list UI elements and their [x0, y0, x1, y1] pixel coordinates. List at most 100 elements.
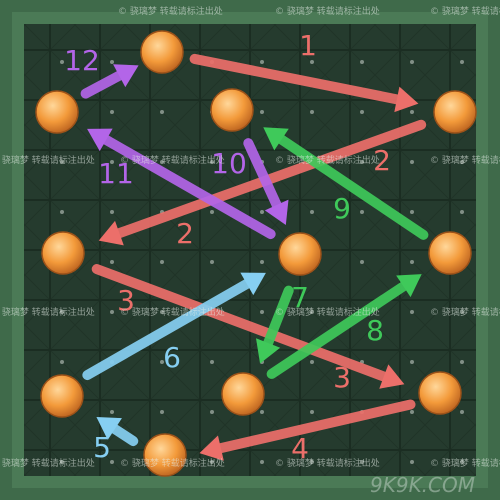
- grid-dot: [210, 210, 214, 214]
- grid-dot: [110, 310, 114, 314]
- grid-dot: [410, 60, 414, 64]
- grid-dot: [210, 360, 214, 364]
- grid-dot: [210, 160, 214, 164]
- corner-watermark: 9K9K.COM: [370, 473, 475, 497]
- move-number-label: 3: [333, 361, 351, 394]
- watermark-text: © 骁璃梦 转载请标注出处: [0, 306, 95, 318]
- move-number-label: 2: [373, 144, 391, 177]
- move-arrow: [255, 285, 294, 364]
- grid-dot: [460, 160, 464, 164]
- grid-dot: [310, 460, 314, 464]
- grid-dot: [60, 210, 64, 214]
- grid-dot: [110, 160, 114, 164]
- grid-dot: [310, 360, 314, 364]
- grid-dot: [110, 110, 114, 114]
- grid-dot: [60, 310, 64, 314]
- orange-node[interactable]: [278, 232, 322, 276]
- grid-dot: [360, 60, 364, 64]
- grid-dot: [410, 460, 414, 464]
- watermark-text: © 骁璃梦 转载请标注出处: [0, 457, 95, 469]
- grid-dot: [460, 460, 464, 464]
- watermark-text: © 骁璃梦 转载请标注出处: [120, 306, 225, 318]
- grid-dot: [210, 410, 214, 414]
- watermark-text: © 骁璃梦 转载请标注出处: [120, 457, 225, 469]
- move-number-label: 11: [98, 157, 134, 190]
- orange-node[interactable]: [35, 90, 79, 134]
- move-number-label: 5: [93, 431, 111, 464]
- grid-dot: [110, 410, 114, 414]
- watermark-text: © 骁璃梦 转载请标注出处: [120, 154, 225, 166]
- grid-dot: [110, 60, 114, 64]
- grid-dot: [260, 60, 264, 64]
- watermarks: © 骁璃梦 转载请标注出处 © 骁璃梦 转载请标注出处 © 骁璃梦 转载请标注出…: [0, 5, 500, 469]
- grid-dot: [260, 260, 264, 264]
- move-arrow: [263, 127, 429, 240]
- move-arrow: [91, 264, 405, 389]
- move-number-label: 2: [176, 217, 194, 250]
- watermark-text: © 骁璃梦 转载请标注出处: [118, 5, 223, 17]
- grid-dot: [410, 160, 414, 164]
- grid-dot: [410, 210, 414, 214]
- move-number-label: 7: [291, 281, 309, 314]
- grid-dot: [460, 360, 464, 364]
- watermark-text: © 骁璃梦 转载请标注出处: [430, 457, 500, 469]
- grid-dot: [160, 410, 164, 414]
- grid-dot: [260, 110, 264, 114]
- move-arrow: [266, 274, 422, 379]
- watermark-text: © 骁璃梦 转载请标注出处: [430, 5, 500, 17]
- grid-dot: [60, 360, 64, 364]
- grid-dot: [310, 110, 314, 114]
- grid-dot: [260, 310, 264, 314]
- orange-node[interactable]: [428, 231, 472, 275]
- grid-dot: [410, 310, 414, 314]
- orange-node[interactable]: [143, 433, 187, 477]
- grid-dot: [160, 360, 164, 364]
- orange-node[interactable]: [221, 372, 265, 416]
- watermark-text: © 骁璃梦 转载请标注出处: [0, 154, 95, 166]
- orange-node[interactable]: [40, 374, 84, 418]
- move-arrow: [98, 119, 427, 246]
- grid-dot: [410, 410, 414, 414]
- move-arrow: [243, 138, 289, 226]
- orange-node[interactable]: [418, 371, 462, 415]
- move-number-label: 6: [163, 341, 181, 374]
- move-number-label: 10: [211, 147, 247, 180]
- orange-node[interactable]: [140, 30, 184, 74]
- grid-dot: [160, 310, 164, 314]
- grid-dot: [310, 410, 314, 414]
- orange-node[interactable]: [433, 90, 477, 134]
- grid-dot: [160, 110, 164, 114]
- watermark-text: © 骁璃梦 转载请标注出处: [430, 306, 500, 318]
- watermark-text: © 骁璃梦 转载请标注出处: [275, 457, 380, 469]
- move-number-label: 9: [333, 192, 351, 225]
- grid-dot: [310, 210, 314, 214]
- move-arrow: [96, 417, 139, 447]
- watermark-text: © 骁璃梦 转载请标注出处: [275, 306, 380, 318]
- grid-dot: [160, 160, 164, 164]
- grid-dot: [110, 210, 114, 214]
- nodes: [35, 30, 477, 477]
- watermark-text: © 骁璃梦 转载请标注出处: [275, 5, 380, 17]
- grid-dot: [310, 310, 314, 314]
- grid-dot: [60, 460, 64, 464]
- orange-node[interactable]: [41, 231, 85, 275]
- grid-dot: [160, 260, 164, 264]
- grid-dot: [460, 60, 464, 64]
- move-number-label: 3: [117, 284, 135, 317]
- grid-dot: [360, 260, 364, 264]
- watermark-text: © 骁璃梦 转载请标注出处: [430, 154, 500, 166]
- grid-dot: [310, 60, 314, 64]
- move-number-label: 8: [366, 314, 384, 347]
- grid-dot: [210, 460, 214, 464]
- grid-dot: [60, 160, 64, 164]
- grid-dot: [360, 460, 364, 464]
- grid-dot: [260, 210, 264, 214]
- grid-dot: [460, 410, 464, 414]
- grid-dot: [210, 260, 214, 264]
- grid-dot: [410, 360, 414, 364]
- move-number-label: 1: [299, 29, 317, 62]
- orange-node[interactable]: [210, 88, 254, 132]
- move-arrow: [82, 272, 266, 381]
